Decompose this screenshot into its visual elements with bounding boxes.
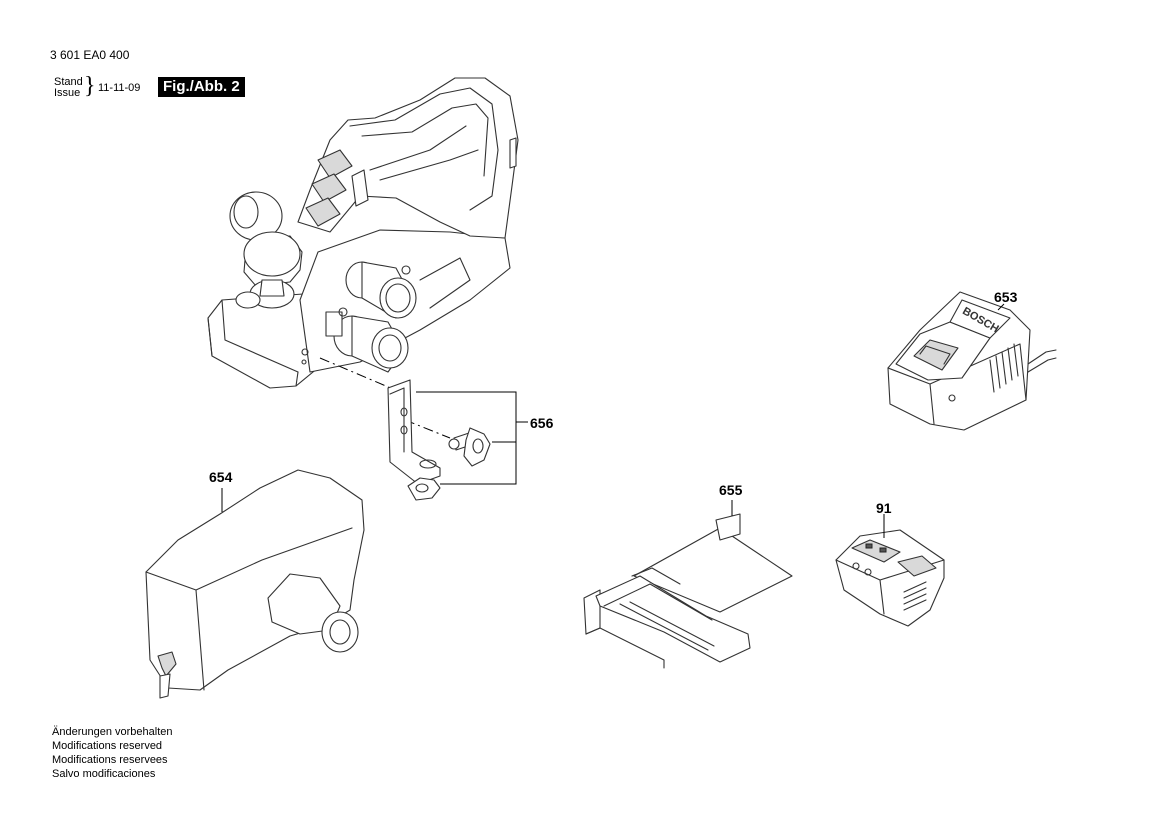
charger-drawing: BOSCH (887, 291, 1057, 431)
leader-656 (416, 391, 517, 485)
battery-drawing (835, 529, 945, 627)
callout-655: 655 (719, 482, 743, 498)
note-french: Modifications reservees (52, 754, 168, 766)
bracket-drawing (387, 379, 491, 501)
document-number: 3 601 EA0 400 (50, 48, 130, 62)
note-spanish: Salvo modificaciones (52, 768, 156, 780)
dust-bag-drawing (145, 469, 365, 699)
callout-91: 91 (876, 500, 892, 516)
guide-fence-drawing (583, 513, 793, 669)
leader-653 (997, 303, 1005, 311)
modification-notes: Änderungen vorbehalten Modifications res… (52, 725, 172, 781)
stand-label: Stand (54, 76, 83, 88)
brace-glyph: } (84, 73, 96, 99)
note-english: Modifications reserved (52, 740, 163, 752)
figure-label: Fig./Abb. 2 (158, 77, 245, 97)
callout-654: 654 (209, 469, 233, 485)
planer-drawing (207, 77, 519, 389)
callout-656: 656 (530, 415, 554, 431)
issue-label: Issue (54, 87, 81, 99)
callout-653: 653 (994, 289, 1018, 305)
note-german: Änderungen vorbehalten (52, 726, 173, 738)
issue-date: 11-11-09 (98, 82, 141, 94)
stand-issue-label: Stand Issue (54, 77, 83, 99)
